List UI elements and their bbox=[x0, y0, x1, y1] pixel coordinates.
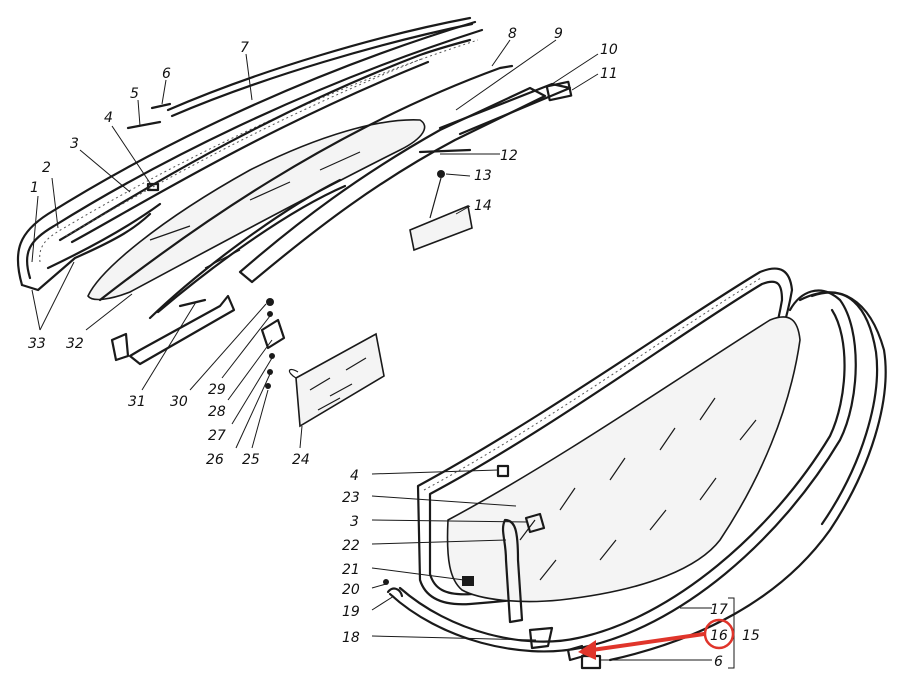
callout-label: 19 bbox=[342, 604, 360, 620]
outer-rail-17 bbox=[608, 291, 887, 662]
bracket-31-slot bbox=[178, 298, 207, 308]
callout-label: 5 bbox=[130, 86, 139, 102]
callout-label: 6 bbox=[714, 654, 723, 670]
highlight-annotation bbox=[578, 618, 735, 660]
callout-label: 12 bbox=[500, 148, 518, 164]
callout-label: 8 bbox=[508, 26, 517, 42]
rear-part-6 bbox=[580, 654, 602, 670]
channel-22 bbox=[501, 518, 524, 624]
callout-label: 24 bbox=[292, 452, 310, 468]
callout-label: 14 bbox=[474, 198, 492, 214]
rail-10 bbox=[438, 82, 572, 136]
part-25 bbox=[265, 383, 271, 389]
callout-label: 7 bbox=[240, 40, 249, 56]
callout-label: 27 bbox=[208, 428, 226, 444]
callout-label: 9 bbox=[554, 26, 563, 42]
part-6 bbox=[150, 102, 172, 110]
mirror-stem bbox=[429, 177, 442, 219]
part-27 bbox=[269, 353, 275, 359]
seal-lower-inner bbox=[46, 202, 162, 270]
frame-2 bbox=[58, 38, 472, 242]
part-5 bbox=[126, 120, 162, 130]
windshield-assembly bbox=[16, 16, 573, 428]
callout-label: 2 bbox=[42, 160, 51, 176]
highlighted-callout-label: 16 bbox=[710, 628, 728, 644]
callout-label: 20 bbox=[342, 582, 360, 598]
part-21 bbox=[462, 576, 474, 586]
lower-molding-b bbox=[156, 184, 347, 314]
sun-visor-24 bbox=[295, 332, 385, 428]
visor-rod bbox=[288, 368, 299, 379]
rear-window-assembly bbox=[383, 267, 887, 670]
frame-2-inner bbox=[70, 60, 430, 244]
highlight-arrow bbox=[590, 632, 706, 652]
callout-label: 11 bbox=[600, 66, 618, 82]
callout-label: 18 bbox=[342, 630, 360, 646]
part-19 bbox=[386, 587, 404, 598]
callout-label: 21 bbox=[342, 562, 360, 578]
leader-lines bbox=[31, 39, 735, 669]
windshield-glass bbox=[87, 119, 426, 301]
molding-7-b bbox=[170, 22, 474, 118]
callout-label: 10 bbox=[600, 42, 618, 58]
callout-labels: 1 2 3 4 5 6 7 8 9 10 11 12 13 14 33 32 3… bbox=[28, 26, 760, 670]
lower-molding bbox=[148, 178, 342, 320]
outer-rail-18-inner bbox=[398, 308, 846, 643]
part-29-washer bbox=[267, 311, 273, 317]
callout-label: 31 bbox=[128, 394, 146, 410]
part-26 bbox=[267, 369, 273, 375]
part-13 bbox=[437, 170, 445, 178]
mirror-14 bbox=[409, 204, 473, 252]
outer-rail-17-inner bbox=[810, 291, 879, 526]
callout-label: 28 bbox=[208, 404, 226, 420]
callout-label: 3 bbox=[70, 136, 79, 152]
part-4 bbox=[146, 182, 160, 192]
part-28-bracket bbox=[260, 318, 286, 350]
callout-label: 1 bbox=[30, 180, 39, 196]
bracket-31-tab bbox=[110, 332, 130, 362]
rear-part-3 bbox=[524, 512, 546, 534]
callout-label: 3 bbox=[350, 514, 359, 530]
callout-label: 17 bbox=[710, 602, 728, 618]
callout-label: 6 bbox=[162, 66, 171, 82]
callout-label: 26 bbox=[206, 452, 224, 468]
callout-label: 29 bbox=[208, 382, 226, 398]
glass-reflections bbox=[519, 397, 757, 581]
callout-label: 23 bbox=[342, 490, 360, 506]
visor-shading bbox=[309, 357, 367, 411]
outer-seal-upper bbox=[16, 20, 477, 287]
molding-8 bbox=[98, 64, 514, 302]
bracket-31 bbox=[128, 294, 236, 366]
callout-label: 13 bbox=[474, 168, 492, 184]
callout-label: 33 bbox=[28, 336, 46, 352]
callout-label: 4 bbox=[104, 110, 113, 126]
callout-label: 25 bbox=[242, 452, 260, 468]
clip-11 bbox=[545, 80, 573, 102]
callout-label: 4 bbox=[350, 468, 359, 484]
callout-label: 32 bbox=[66, 336, 84, 352]
part-18-clip bbox=[528, 626, 554, 650]
part-30-bolt bbox=[266, 298, 274, 306]
callout-label: 22 bbox=[342, 538, 360, 554]
part-12 bbox=[418, 148, 472, 154]
part-20 bbox=[383, 579, 389, 585]
outer-seal-inner bbox=[25, 28, 484, 280]
glass-reflections bbox=[149, 151, 361, 269]
callout-label: 30 bbox=[170, 394, 188, 410]
rear-part-4 bbox=[496, 464, 510, 478]
callout-label: 15 bbox=[742, 628, 760, 644]
outer-rail-18 bbox=[388, 289, 857, 653]
rail-9 bbox=[238, 86, 547, 284]
molding-7 bbox=[166, 16, 472, 112]
seal-lower-left bbox=[20, 212, 152, 292]
outer-seal-hatch bbox=[423, 277, 762, 491]
highlight-arrowhead bbox=[578, 640, 596, 660]
